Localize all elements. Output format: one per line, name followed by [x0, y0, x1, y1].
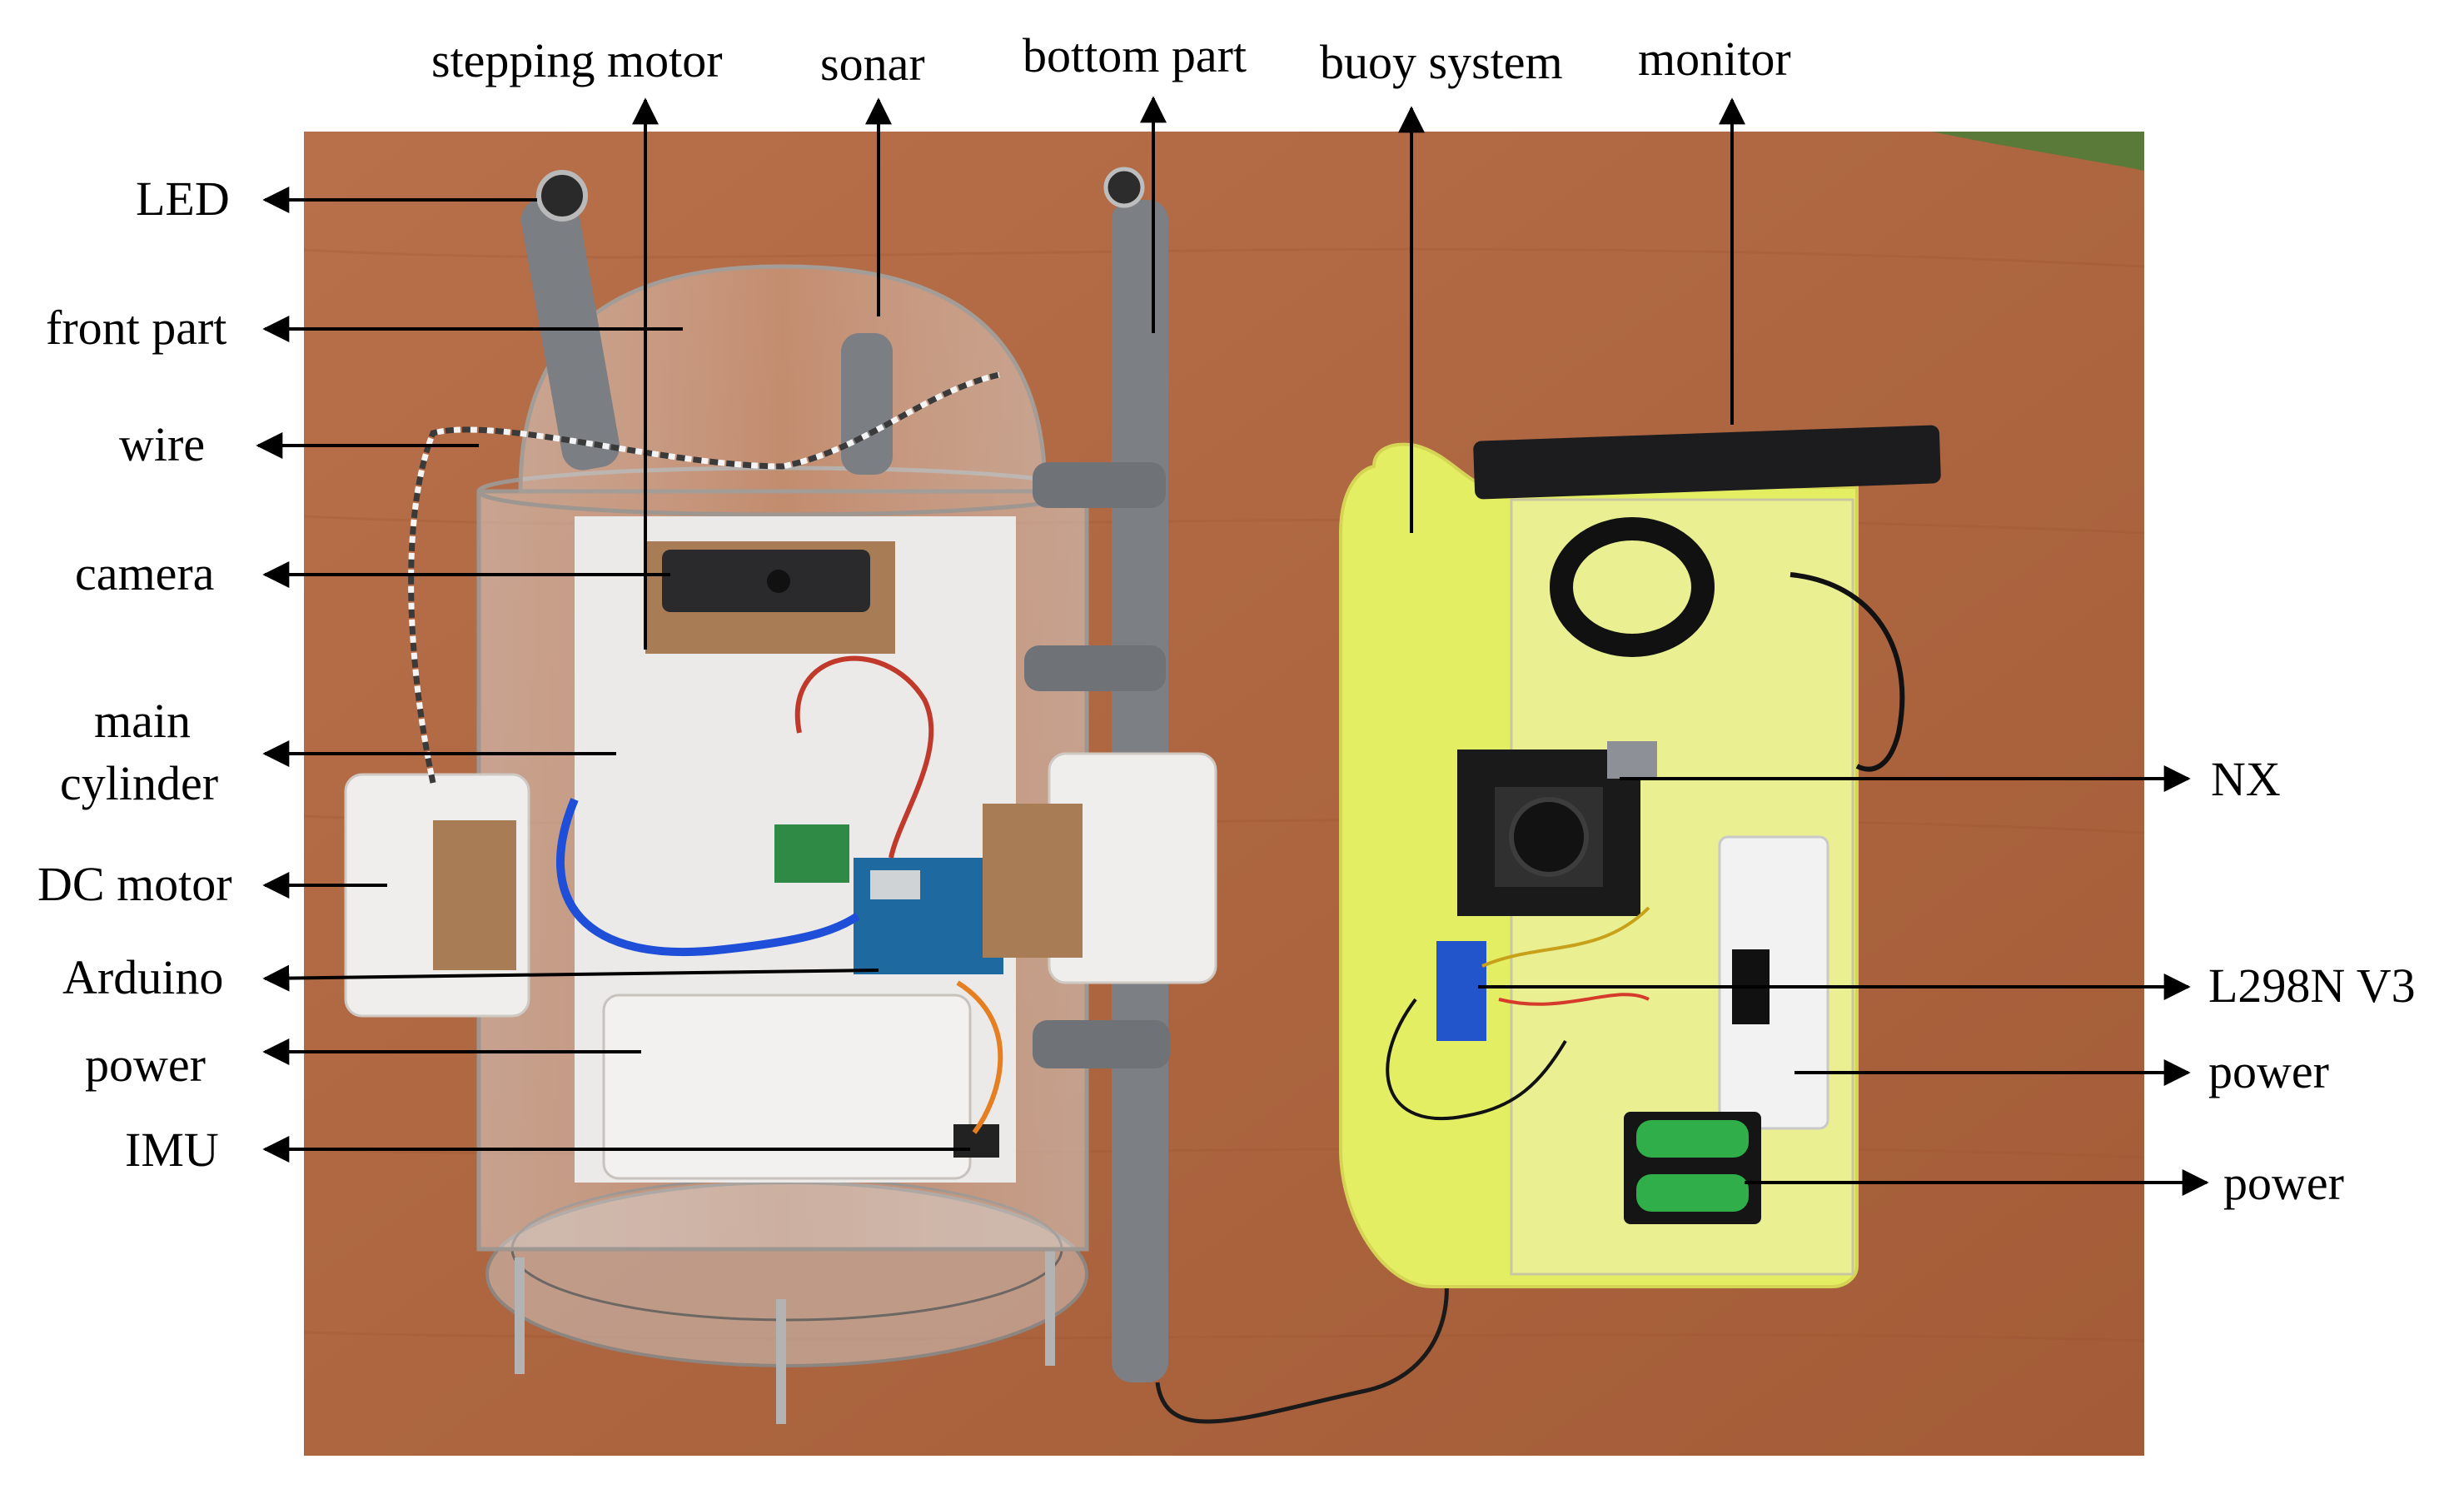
green-pcb — [774, 824, 849, 883]
label-imu: IMU — [125, 1123, 219, 1177]
label-l298n: L298N V3 — [2208, 959, 2416, 1013]
twisted-wire — [408, 371, 1000, 784]
power-bank-right — [1718, 835, 1829, 1130]
label-bottom-part: bottom part — [1023, 28, 1247, 82]
annotation-labels: stepping motor sonar bottom part buoy sy… — [37, 28, 2416, 1210]
label-sonar: sonar — [820, 37, 925, 91]
annotation-arrows — [256, 96, 2209, 1196]
main-cylinder-unit — [344, 170, 1089, 1424]
label-monitor: monitor — [1638, 32, 1791, 86]
bolt — [1045, 1249, 1055, 1366]
label-wire: wire — [119, 417, 205, 471]
bolt — [515, 1257, 525, 1374]
label-camera: camera — [75, 546, 214, 600]
label-front-part: front part — [46, 301, 226, 355]
buoy-system-unit — [1339, 425, 1941, 1288]
coiled-cable — [1550, 517, 1715, 657]
bottom-part-pvc — [983, 167, 1449, 1424]
l298n-driver — [1436, 941, 1486, 1041]
pvc-lower-branch — [1033, 1020, 1170, 1068]
label-power-right-1: power — [2208, 1044, 2329, 1098]
black-tether — [1155, 1223, 1449, 1424]
bolt — [776, 1299, 786, 1424]
label-power-left: power — [85, 1038, 206, 1092]
label-led: LED — [136, 172, 230, 226]
pvc-mid-branch — [1024, 645, 1166, 691]
photo — [303, 132, 2145, 1456]
label-main-cylinder-line1: main — [94, 694, 191, 748]
camera-body — [662, 550, 870, 612]
monitor-screen — [1473, 425, 1941, 500]
sonar-tube — [841, 333, 893, 475]
battery-cell — [1636, 1120, 1749, 1158]
led-tube — [520, 196, 620, 471]
arduino-arrow — [262, 964, 879, 992]
label-dc-motor: DC motor — [37, 857, 232, 911]
power-bank-left — [602, 994, 972, 1180]
label-main-cylinder-line2: cylinder — [60, 756, 218, 810]
battery-cell — [1636, 1174, 1749, 1212]
label-stepping-motor: stepping motor — [431, 33, 723, 87]
green-background-corner — [1932, 132, 2144, 171]
led-cap — [536, 170, 588, 222]
label-nx: NX — [2211, 752, 2281, 806]
pvc-upper-branch — [1033, 462, 1166, 508]
label-arduino: Arduino — [62, 950, 223, 1004]
label-power-right-2: power — [2223, 1156, 2344, 1210]
label-buoy-system: buoy system — [1320, 35, 1563, 89]
